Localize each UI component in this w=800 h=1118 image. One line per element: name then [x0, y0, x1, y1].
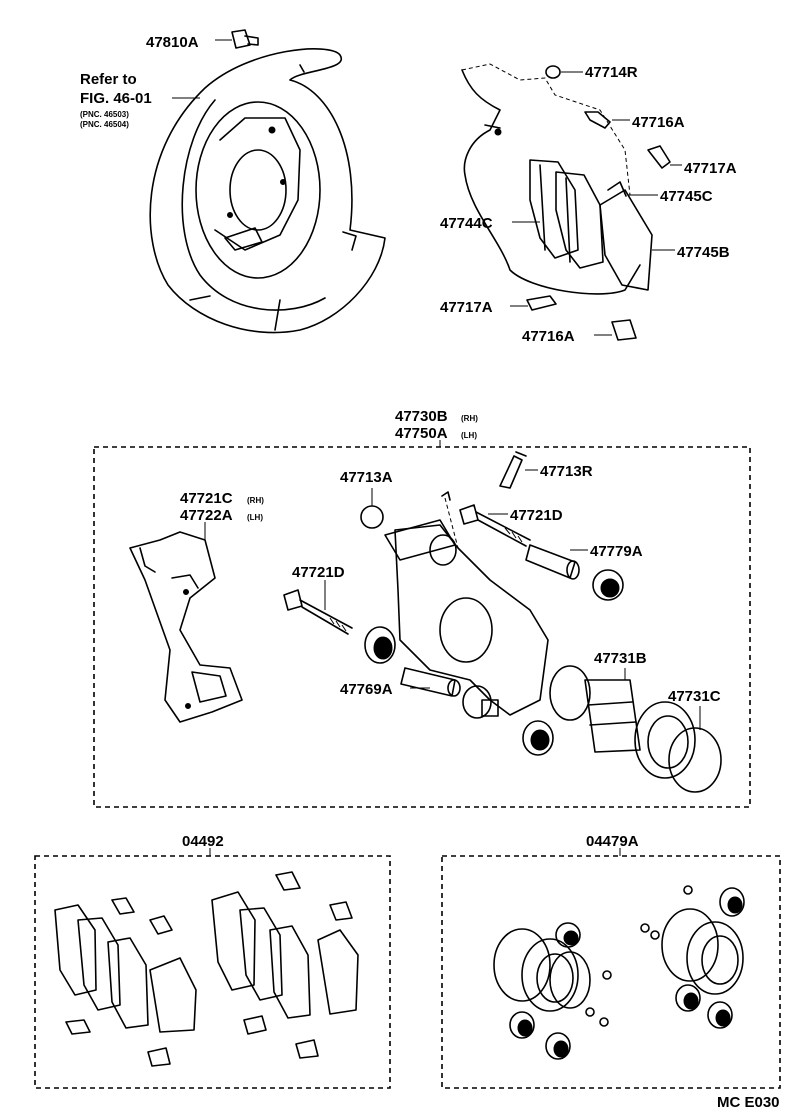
label-47721C-suffix: (RH) [247, 496, 264, 505]
label-47731C: 47731C [668, 688, 721, 705]
label-47810A: 47810A [146, 34, 199, 51]
label-47716A-bottom: 47716A [522, 328, 575, 345]
label-47722A-suffix: (LH) [247, 513, 263, 522]
label-47716A-top: 47716A [632, 114, 685, 131]
diagram-code: MC E030 [717, 1094, 780, 1111]
label-47722A: 47722A [180, 507, 233, 524]
label-47750A: 47750A [395, 425, 448, 442]
reference-line1: Refer to [80, 71, 137, 88]
label-47750A-suffix: (LH) [461, 431, 477, 440]
label-47779A: 47779A [590, 543, 643, 560]
label-04492: 04492 [182, 833, 224, 850]
label-47769A: 47769A [340, 681, 393, 698]
label-47744C: 47744C [440, 215, 493, 232]
reference-pnc2: (PNC. 46504) [80, 120, 129, 129]
label-47714R: 47714R [585, 64, 638, 81]
label-47721D-top: 47721D [510, 507, 563, 524]
label-47713R: 47713R [540, 463, 593, 480]
label-47721D-left: 47721D [292, 564, 345, 581]
label-47717A-top: 47717A [684, 160, 737, 177]
label-47713A: 47713A [340, 469, 393, 486]
label-47721C: 47721C [180, 490, 233, 507]
label-47745B: 47745B [677, 244, 730, 261]
pad-subassembly [461, 63, 682, 341]
labels: 47810A Refer to FIG. 46-01 (PNC. 46503) … [80, 34, 780, 1111]
reference-line2: FIG. 46-01 [80, 90, 152, 107]
label-47730B: 47730B [395, 408, 448, 425]
label-47730B-suffix: (RH) [461, 414, 478, 423]
seal-kit-box [441, 848, 781, 1089]
caliper-assembly-box [93, 440, 751, 808]
label-47731B: 47731B [594, 650, 647, 667]
reference-pnc1: (PNC. 46503) [80, 110, 129, 119]
pad-kit-box [34, 848, 391, 1089]
label-04479A: 04479A [586, 833, 639, 850]
label-47717A-bottom: 47717A [440, 299, 493, 316]
backing-plate-assembly [149, 29, 386, 334]
label-47745C: 47745C [660, 188, 713, 205]
